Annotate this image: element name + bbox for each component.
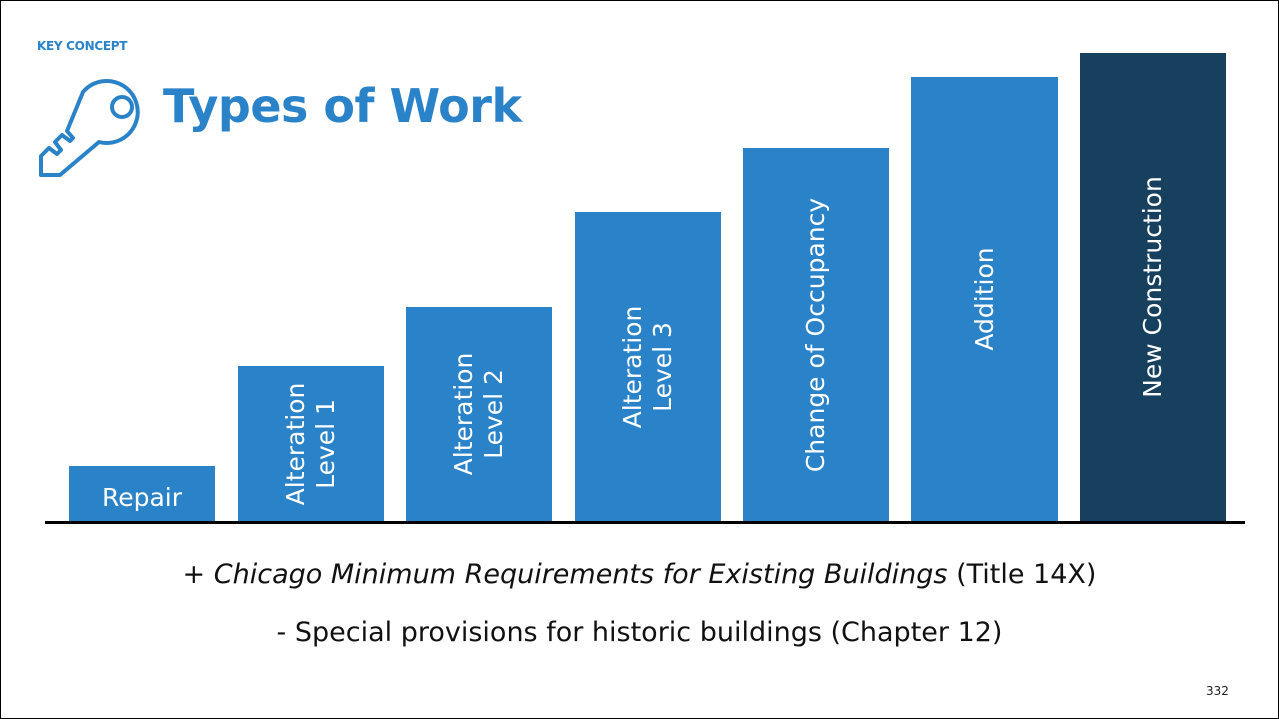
- page-number: 332: [1206, 684, 1229, 698]
- note-1-suffix: (Title 14X): [947, 559, 1097, 590]
- bar-label-line: Level 3: [648, 321, 677, 412]
- bar-change-of-occupancy: Change of Occupancy: [743, 148, 889, 521]
- bar-label-line: Level 2: [479, 369, 508, 459]
- page-title: Types of Work: [163, 79, 522, 133]
- bar-label: Addition: [970, 247, 1000, 350]
- bar-label-line: Addition: [969, 247, 999, 351]
- bar-label: New Construction: [1138, 176, 1168, 398]
- key-concept-label: KEY CONCEPT: [37, 39, 128, 53]
- bar-repair: Repair: [69, 466, 215, 521]
- bar-label: Repair: [102, 483, 182, 513]
- bar-label: Change of Occupancy: [801, 197, 831, 471]
- bar-label-line: Alteration: [618, 305, 647, 428]
- bar-label-line: Alteration: [449, 352, 478, 476]
- bar-label-line: Level 1: [311, 398, 340, 489]
- bar-label-line: Repair: [101, 482, 183, 512]
- bar-new-construction: New Construction: [1080, 53, 1226, 521]
- bar-label-line: New Construction: [1138, 176, 1167, 398]
- note-historic-buildings: - Special provisions for historic buildi…: [276, 617, 1003, 648]
- baseline-rule: [45, 521, 1245, 524]
- bar-label-line: Alteration: [281, 382, 310, 505]
- bar-addition: Addition: [911, 77, 1058, 521]
- key-icon: [39, 78, 140, 177]
- note-1-prefix: +: [182, 559, 214, 590]
- note-1-title: Chicago Minimum Requirements for Existin…: [213, 559, 948, 590]
- note-existing-buildings: + Chicago Minimum Requirements for Exist…: [1, 559, 1278, 590]
- bar-label-line: Change of Occupancy: [801, 197, 830, 472]
